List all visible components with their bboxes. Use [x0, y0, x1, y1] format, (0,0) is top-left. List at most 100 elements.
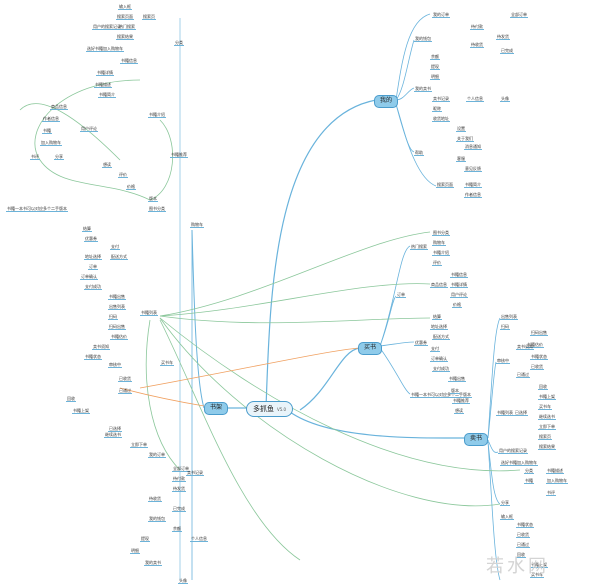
node-label[interactable]: 书籍出售 [448, 376, 466, 382]
node-label[interactable]: 书评 [30, 154, 40, 160]
node-label[interactable]: 配送方式 [110, 254, 128, 260]
node-label[interactable]: 已选择 [108, 426, 122, 432]
node-label[interactable]: 作者信息 [42, 116, 60, 122]
node-label[interactable]: 待付款 [470, 24, 484, 30]
node-label[interactable]: 结算 [432, 314, 442, 320]
node-label[interactable]: 分享 [500, 500, 510, 506]
node-label[interactable]: 想读 [102, 162, 112, 168]
node-label[interactable]: 热门搜索 [118, 24, 136, 30]
node-label[interactable]: 书籍详情 [96, 70, 114, 76]
node-label[interactable]: 书籍 [524, 478, 534, 484]
node-label[interactable]: 提现 [140, 536, 150, 542]
node-label[interactable]: 买书车 [538, 404, 552, 410]
node-label[interactable]: 书籍信息 [120, 58, 138, 64]
node-label[interactable]: 用户的搜索记录 [92, 24, 122, 30]
node-label[interactable]: 回收 [516, 552, 526, 558]
node-label[interactable]: 昵称 [432, 106, 442, 112]
node-label[interactable]: 书籍一本书可以对应多个二手版本 [410, 392, 472, 398]
node-label[interactable]: 我的订单 [148, 452, 166, 458]
node-label[interactable]: 待收货 [470, 42, 484, 48]
node-label[interactable]: 书籍状态 [516, 522, 534, 528]
node-label[interactable]: 书评 [546, 490, 556, 496]
node-label[interactable]: 卖书须知 [92, 344, 110, 350]
node-label[interactable]: 收货地址 [432, 116, 450, 122]
node-label[interactable]: 书籍详情 [450, 282, 468, 288]
node-label[interactable]: 已完成 [500, 48, 514, 54]
node-label[interactable]: 分享 [54, 154, 64, 160]
node-label[interactable]: 我的钱包 [148, 516, 166, 522]
node-label[interactable]: 配送方式 [432, 334, 450, 340]
node-label[interactable]: 头像 [178, 578, 188, 584]
node-label[interactable]: 书籍信息 [450, 272, 468, 278]
node-label[interactable]: 帮助 [414, 150, 424, 156]
node-label[interactable]: 输入框 [118, 4, 132, 10]
node-label[interactable]: 消息通知 [464, 144, 482, 150]
node-label[interactable]: 价格 [126, 184, 136, 190]
node-label[interactable]: 扫码出售 [108, 324, 126, 330]
node-label[interactable]: 搜索结果 [538, 444, 556, 450]
node-label[interactable]: 买书车 [530, 572, 544, 578]
node-label[interactable]: 搜索页面 [116, 14, 134, 20]
node-label[interactable]: 扫码 [108, 314, 118, 320]
node-label[interactable]: 选好书籍加入购物车 [500, 460, 538, 466]
node-label[interactable]: 卖书须知 [516, 344, 534, 350]
node-label[interactable]: 已收货 [118, 376, 132, 382]
node-label[interactable]: 支付 [430, 346, 440, 352]
node-label[interactable]: 支付 [110, 244, 120, 250]
node-label[interactable]: 搜索页 [142, 14, 156, 20]
node-label[interactable]: 热门搜索 [410, 244, 428, 250]
node-label[interactable]: 已通过 [118, 388, 132, 394]
node-label[interactable]: 已收货 [530, 364, 544, 370]
node-label[interactable]: 书籍 [42, 128, 52, 134]
node-label[interactable]: 买书车 [160, 360, 174, 366]
node-label[interactable]: 书籍状态 [84, 354, 102, 360]
node-label[interactable]: 继续选书 [538, 414, 556, 420]
node-label[interactable]: 版本 [450, 388, 460, 394]
hub-buy[interactable]: 买书 [358, 342, 383, 355]
node-label[interactable]: 余额 [430, 54, 440, 60]
node-label[interactable]: 地址选择 [84, 254, 102, 260]
node-label[interactable]: 审核中 [496, 358, 510, 364]
node-label[interactable]: 立即下单 [130, 442, 148, 448]
node-label[interactable]: 书籍介绍 [432, 250, 450, 256]
node-label[interactable]: 支付成功 [432, 366, 450, 372]
node-label[interactable]: 待发货 [172, 486, 186, 492]
node-label[interactable]: 已完成 [172, 506, 186, 512]
node-label[interactable]: 评价 [118, 172, 128, 178]
node-label[interactable]: 书籍状态 [530, 354, 548, 360]
node-label[interactable]: 书籍描述 [94, 82, 112, 88]
node-label[interactable]: 立即下单 [538, 424, 556, 430]
node-label[interactable]: 全部订单 [510, 12, 528, 18]
node-label[interactable]: 书籍推荐 [452, 398, 470, 404]
node-label[interactable]: 我的卖书 [144, 560, 162, 566]
node-label[interactable]: 输入框 [500, 514, 514, 520]
node-label[interactable]: 已收货 [516, 532, 530, 538]
node-label[interactable]: 已通过 [516, 542, 530, 548]
node-label[interactable]: 明细 [430, 74, 440, 80]
node-label[interactable]: 分类 [524, 468, 534, 474]
hub-bookshelf[interactable]: 书架 [204, 402, 229, 415]
node-label[interactable]: 书籍介绍 [148, 112, 166, 118]
node-label[interactable]: 图书分类 [432, 230, 450, 236]
node-label[interactable]: 书籍一本书可以对应多个二手版本 [6, 206, 68, 212]
hub-sell[interactable]: 卖书 [464, 433, 489, 446]
node-label[interactable]: 订单确认 [430, 356, 448, 362]
node-label[interactable]: 作者信息 [464, 192, 482, 198]
node-label[interactable]: 分类 [174, 40, 184, 46]
node-label[interactable]: 明细 [130, 548, 140, 554]
node-label[interactable]: 提现 [430, 64, 440, 70]
node-label[interactable]: 待付款 [172, 476, 186, 482]
node-label[interactable]: 出售列表 [500, 314, 518, 320]
node-label[interactable]: 书籍上架 [72, 408, 90, 414]
node-label[interactable]: 优惠券 [414, 340, 428, 346]
node-label[interactable]: 书籍上架 [530, 562, 548, 568]
node-label[interactable]: 审核中 [108, 362, 122, 368]
node-label[interactable]: 出售列表 [108, 304, 126, 310]
node-label[interactable]: 选好书籍加入购物车 [86, 46, 124, 52]
node-label[interactable]: 优惠券 [84, 236, 98, 242]
node-label[interactable]: 订单 [88, 264, 98, 270]
node-label[interactable]: 书籍描述 [546, 468, 564, 474]
node-label[interactable]: 继续选书 [104, 432, 122, 438]
node-label[interactable]: 个人信息 [190, 536, 208, 542]
